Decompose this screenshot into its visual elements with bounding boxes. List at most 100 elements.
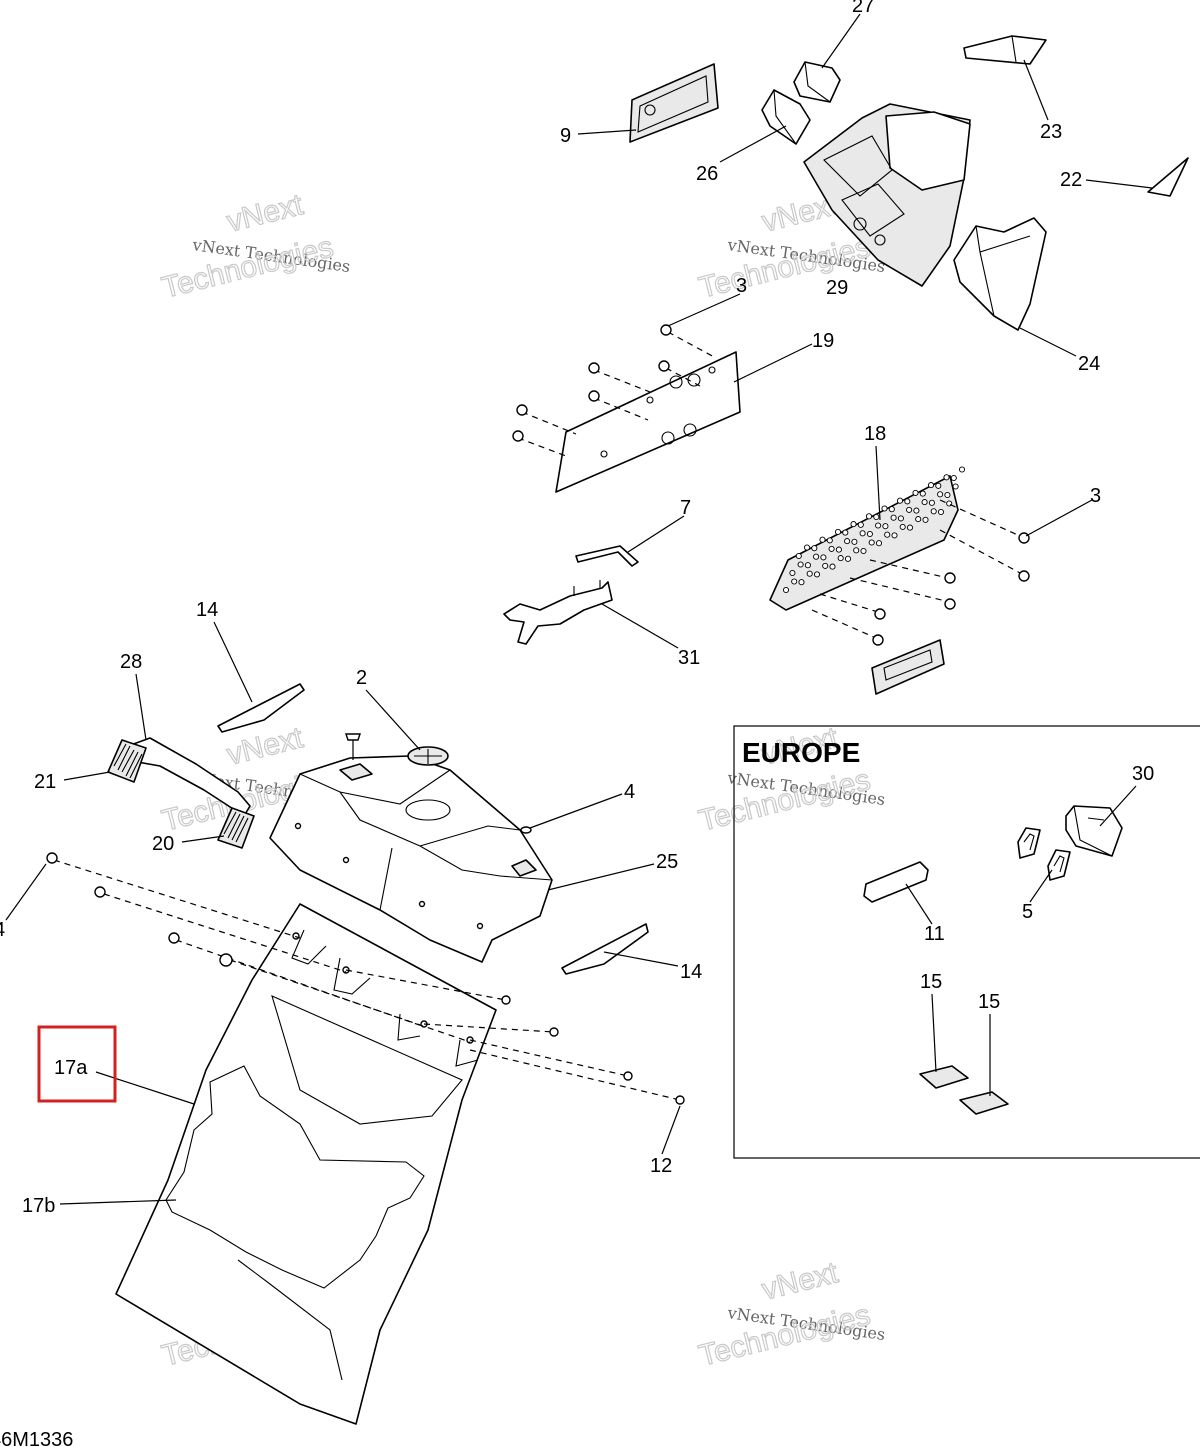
perforation-hole bbox=[952, 483, 959, 490]
callout-5: 5 bbox=[1022, 901, 1033, 923]
perforation-hole bbox=[912, 489, 919, 496]
part-28-strap bbox=[125, 737, 251, 817]
perforation-hole bbox=[859, 530, 866, 537]
perforation-hole bbox=[819, 536, 826, 543]
perforation-hole bbox=[842, 529, 849, 536]
callout-22: 22 bbox=[1060, 169, 1082, 191]
callout-18: 18 bbox=[864, 423, 886, 445]
perforation-hole bbox=[853, 547, 860, 554]
perforation-hole bbox=[813, 571, 821, 578]
callout-31: 31 bbox=[678, 647, 700, 669]
callout-23: 23 bbox=[1040, 121, 1062, 143]
diagram-code: 46M1336 bbox=[0, 1429, 73, 1447]
callout-3-right: 3 bbox=[1090, 485, 1101, 507]
perforation-hole bbox=[913, 507, 920, 514]
perforation-hole bbox=[896, 497, 904, 504]
callout-30: 30 bbox=[1132, 763, 1154, 785]
watermark-line3: Technologies bbox=[159, 230, 337, 304]
callout-15-left: 15 bbox=[920, 971, 942, 993]
perforation-hole bbox=[835, 546, 842, 553]
part-19-panel bbox=[555, 351, 741, 493]
perforation-hole bbox=[937, 508, 945, 516]
callout-3-top: 3 bbox=[736, 275, 747, 297]
perforation-hole bbox=[891, 532, 898, 539]
perforation-hole bbox=[927, 482, 935, 489]
perforation-hole bbox=[813, 553, 820, 560]
perforation-hole bbox=[875, 540, 883, 547]
callout-17a: 17a bbox=[54, 1057, 88, 1079]
perforation-hole bbox=[850, 521, 857, 528]
part-14-decal-lower bbox=[561, 923, 649, 975]
perforation-hole bbox=[844, 555, 852, 562]
part-11-decal bbox=[863, 861, 929, 903]
perforation-hole bbox=[873, 513, 880, 521]
perforation-hole bbox=[958, 466, 966, 473]
perforation-hole bbox=[921, 499, 928, 506]
part-4-clip bbox=[520, 826, 532, 834]
perforation-hole bbox=[890, 514, 897, 521]
perforation-hole bbox=[904, 498, 911, 505]
perforation-hole bbox=[866, 530, 873, 538]
part-21-barcode-tag bbox=[107, 739, 147, 783]
callout-29: 29 bbox=[826, 277, 848, 299]
part-30-housing bbox=[1065, 805, 1123, 857]
perforation-hole bbox=[851, 538, 858, 545]
leader-lines bbox=[5, 13, 1153, 1205]
perforation-hole bbox=[935, 482, 942, 489]
callout-2: 2 bbox=[356, 667, 367, 689]
part-gasket bbox=[871, 639, 945, 695]
perforation-hole bbox=[922, 516, 929, 523]
watermark-bottom-right: vNext vNext Technologies Technologies bbox=[695, 1255, 886, 1373]
part-18-fasteners bbox=[811, 499, 1030, 646]
perforation-hole bbox=[928, 499, 935, 506]
part-9-label-plate bbox=[629, 63, 719, 143]
callout-4-right: 4 bbox=[624, 781, 635, 803]
part-31-bracket bbox=[503, 580, 613, 645]
callout-4-left: 4 bbox=[0, 919, 5, 941]
perforation-hole bbox=[860, 547, 867, 555]
part-26-block bbox=[761, 89, 811, 145]
perforation-hole bbox=[944, 491, 951, 499]
watermark-line1: vNext bbox=[224, 188, 307, 239]
callout-12: 12 bbox=[650, 1155, 672, 1177]
callout-20: 20 bbox=[152, 833, 174, 855]
perforation-hole bbox=[906, 506, 913, 513]
watermark-line1: vNext bbox=[759, 1256, 842, 1307]
perforation-hole bbox=[875, 522, 882, 529]
perforation-hole bbox=[868, 539, 875, 546]
callout-17a-highlight-box bbox=[37, 1025, 117, 1103]
perforation-hole bbox=[897, 515, 904, 522]
perforation-hole bbox=[837, 555, 844, 562]
perforation-hole bbox=[822, 562, 829, 569]
callout-21: 21 bbox=[34, 771, 56, 793]
perforation-hole bbox=[782, 586, 790, 594]
perforation-hole bbox=[950, 474, 957, 482]
part-19-fasteners bbox=[512, 324, 717, 457]
part-18-perforated-panel bbox=[769, 466, 966, 611]
part-15-pad-a bbox=[919, 1065, 969, 1089]
perforation-hole bbox=[829, 563, 836, 570]
perforation-hole bbox=[798, 579, 805, 586]
perforation-hole bbox=[834, 528, 842, 535]
perforation-hole bbox=[844, 538, 851, 545]
perforation-hole bbox=[930, 508, 937, 515]
callout-19: 19 bbox=[812, 330, 834, 352]
callout-25: 25 bbox=[656, 851, 678, 873]
watermark-line3: Technologies bbox=[696, 1298, 874, 1372]
perforation-hole bbox=[881, 505, 888, 512]
part-20-barcode-tag bbox=[217, 807, 255, 849]
watermark-top-left: vNext vNext Technologies Technologies bbox=[158, 187, 351, 305]
europe-inset-frame bbox=[733, 725, 1200, 1159]
perforation-hole bbox=[828, 545, 835, 552]
perforation-pattern bbox=[782, 466, 966, 594]
perforation-hole bbox=[888, 506, 895, 513]
part-5-clips bbox=[1017, 827, 1071, 881]
perforation-hole bbox=[803, 544, 811, 551]
perforation-hole bbox=[795, 552, 802, 560]
perforation-hole bbox=[820, 554, 827, 561]
callout-7: 7 bbox=[680, 497, 691, 519]
callout-9: 9 bbox=[560, 125, 571, 147]
perforation-hole bbox=[806, 570, 813, 577]
perforation-hole bbox=[804, 562, 811, 569]
